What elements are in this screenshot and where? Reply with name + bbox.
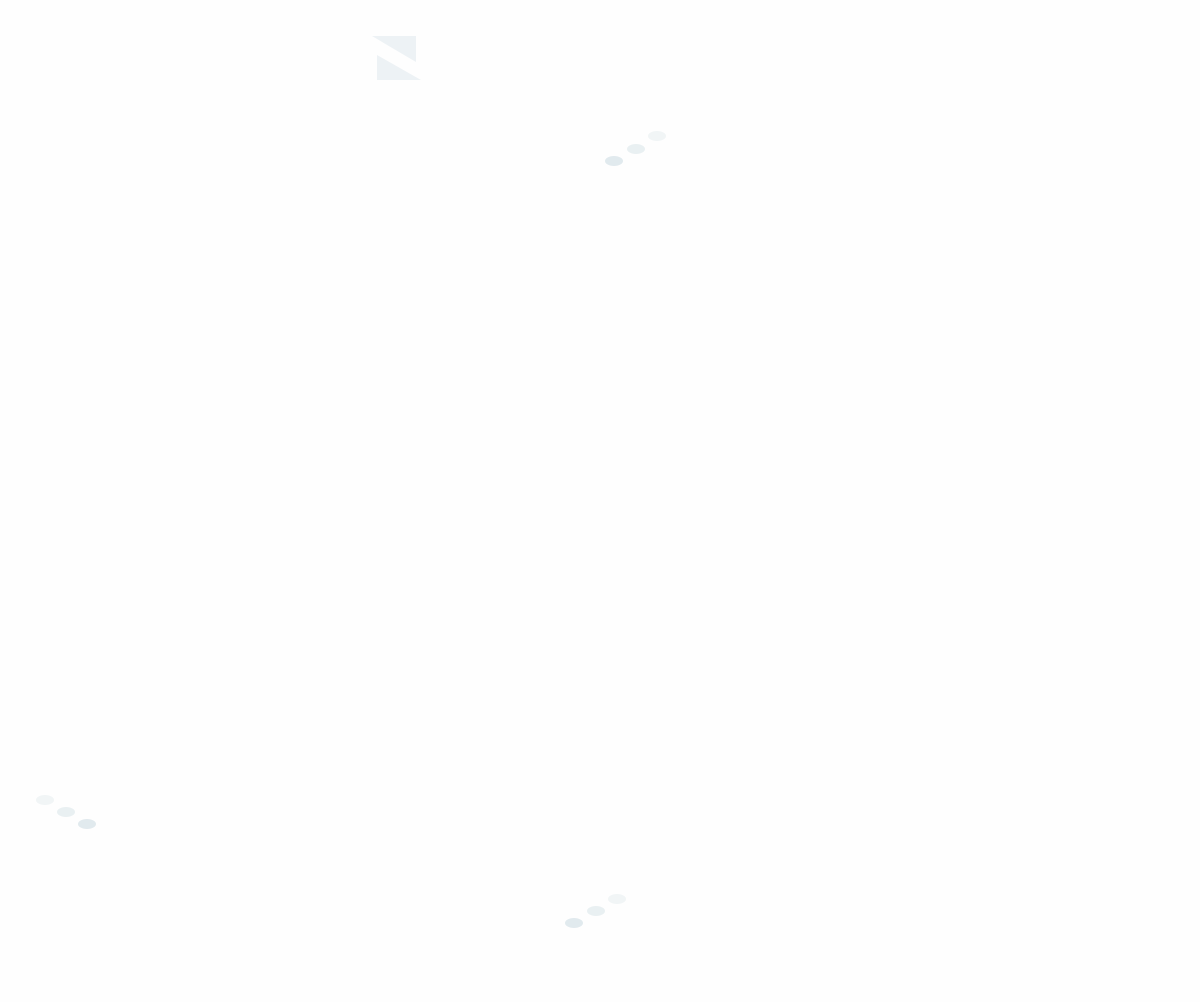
loading-dot bbox=[608, 894, 626, 904]
logo-lower-wedge bbox=[377, 55, 421, 80]
loading-dot bbox=[565, 918, 583, 928]
loading-logo-icon bbox=[372, 36, 421, 80]
logo-upper-wedge bbox=[372, 36, 416, 62]
loading-dot bbox=[627, 144, 645, 154]
loading-dot bbox=[605, 156, 623, 166]
ellipsis-loading-icon bbox=[563, 891, 633, 931]
loading-dot bbox=[587, 906, 605, 916]
loading-dot bbox=[648, 131, 666, 141]
loading-dot bbox=[57, 807, 75, 817]
ellipsis-loading-icon bbox=[603, 128, 673, 168]
loading-dot bbox=[36, 795, 54, 805]
ellipsis-loading-icon bbox=[34, 793, 104, 833]
loading-dot bbox=[78, 819, 96, 829]
